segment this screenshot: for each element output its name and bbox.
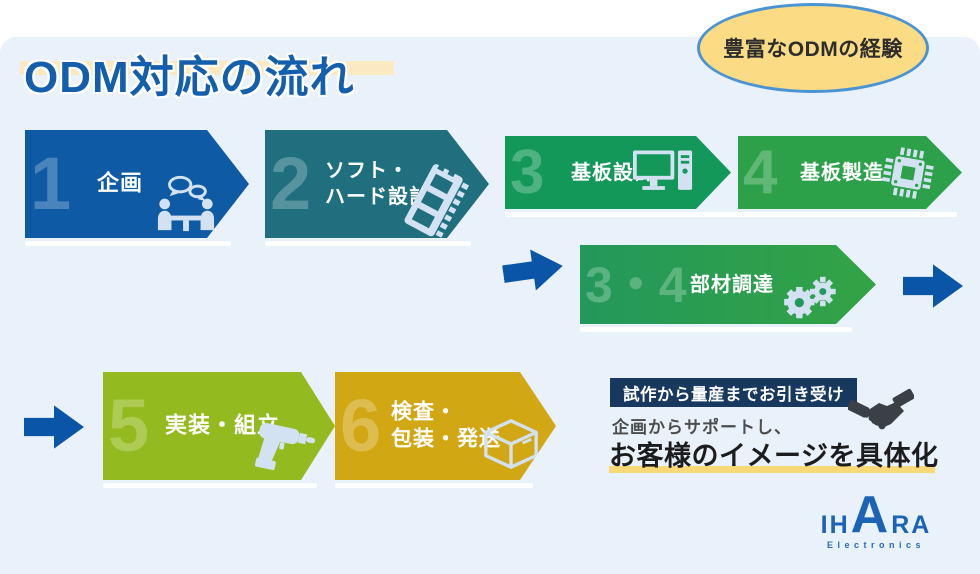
step-number: 4 bbox=[743, 137, 778, 207]
logo-wordmark: IH A RA bbox=[810, 486, 942, 544]
gears-icon bbox=[776, 275, 842, 321]
step-label: 基板製造 bbox=[800, 161, 884, 184]
chip-icon bbox=[878, 142, 938, 202]
divider bbox=[505, 212, 957, 217]
step-number: 3・4 bbox=[585, 256, 685, 313]
logo-text-right: RA bbox=[891, 511, 932, 540]
divider bbox=[580, 327, 852, 332]
step-label: 部材調達 bbox=[690, 273, 774, 296]
step-number: 5 bbox=[108, 384, 150, 467]
step-2-soft-hard-design: 2 ソフト・ハード設計 bbox=[265, 130, 489, 238]
desktop-pc-icon bbox=[633, 150, 693, 196]
logo-text-a: A bbox=[850, 486, 891, 544]
callout-badge: 試作から量産までお引き受け bbox=[610, 378, 857, 407]
divider bbox=[265, 241, 471, 246]
callout-underline-bar bbox=[609, 466, 935, 473]
callout-support-text: 企画からサポートし、 bbox=[612, 418, 792, 437]
experience-badge: 豊富なODMの経験 bbox=[697, 3, 929, 93]
divider bbox=[335, 483, 533, 488]
step-label: 企画 bbox=[97, 170, 144, 196]
step-5-mounting-assembly: 5 実装・組立 bbox=[103, 372, 335, 480]
company-logo: IH A RA Electronics bbox=[810, 486, 942, 550]
meeting-icon bbox=[155, 173, 217, 233]
step-number: 6 bbox=[340, 384, 382, 467]
step-number: 3 bbox=[510, 137, 545, 207]
step-4-pcb-manufacturing: 4 基板製造 bbox=[738, 136, 962, 209]
step-3-pcb-design: 3 基板設計 bbox=[505, 136, 731, 209]
divider bbox=[25, 241, 231, 246]
logo-text-left: IH bbox=[820, 511, 850, 540]
handshake-icon bbox=[848, 388, 914, 436]
step-6-inspection-packing-shipping: 6 検査・包装・発送 bbox=[335, 372, 556, 480]
step-label: ソフト・ハード設計 bbox=[325, 160, 430, 208]
callout-badge-label: 試作から量産までお引き受け bbox=[623, 385, 844, 404]
step-number: 2 bbox=[270, 142, 312, 225]
step-3-4-parts-procurement: 3・4 部材調達 bbox=[580, 245, 876, 324]
ram-module-icon bbox=[395, 157, 478, 247]
step-label: 検査・包装・発送 bbox=[391, 400, 501, 451]
divider bbox=[103, 483, 317, 488]
callout-main-text: お客様のイメージを具体化 bbox=[609, 441, 939, 471]
drill-icon bbox=[245, 411, 320, 483]
title-underline-bar bbox=[20, 61, 394, 75]
step-1-planning: 1 企画 bbox=[25, 130, 249, 238]
logo-subtext: Electronics bbox=[826, 539, 926, 550]
experience-badge-label: 豊富なODMの経験 bbox=[723, 38, 903, 61]
page-title: ODM対応の流れ bbox=[24, 53, 355, 103]
step-number: 1 bbox=[30, 142, 72, 225]
package-box-icon bbox=[474, 415, 548, 473]
